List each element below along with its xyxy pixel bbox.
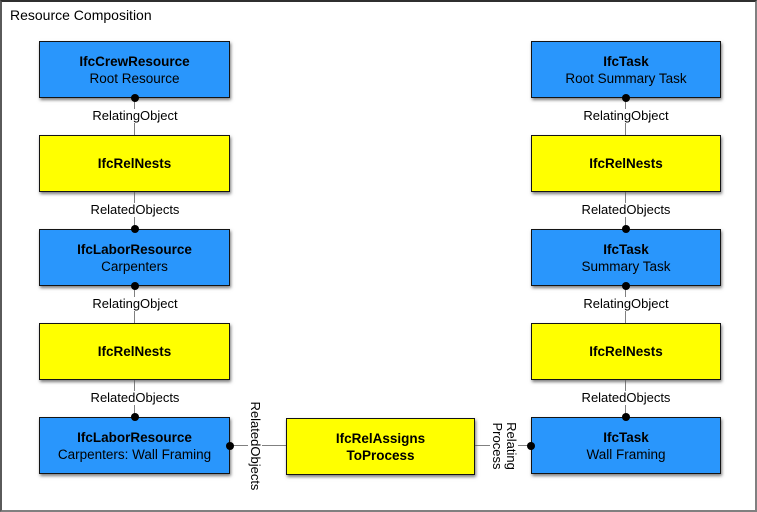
edge-label: RelatingObject — [581, 108, 671, 123]
node-subtitle: Root Summary Task — [565, 70, 687, 86]
entity-node-ifclaborresource-carpenters: IfcLaborResource Carpenters — [39, 229, 230, 286]
edge-label-line: Process — [490, 422, 505, 470]
connector-dot — [622, 282, 630, 290]
node-subtitle: Carpenters — [101, 258, 168, 274]
node-title: IfcCrewResource — [79, 53, 190, 69]
node-title: IfcRelNests — [97, 344, 172, 359]
edge-label: RelatingObject — [581, 296, 671, 311]
entity-node-ifctask-root-summary: IfcTask Root Summary Task — [531, 41, 721, 98]
entity-node-ifctask-summary: IfcTask Summary Task — [531, 229, 721, 286]
edge-label-rotated: RelatedObjects — [248, 399, 263, 493]
relationship-node-ifcrelnests: IfcRelNests — [39, 323, 230, 380]
relationship-node-ifcrelnests: IfcRelNests — [39, 135, 230, 192]
relationship-node-ifcrelassignstoprocess: IfcRelAssigns ToProcess — [286, 418, 475, 475]
node-title: IfcLaborResource — [77, 241, 192, 257]
connector-dot — [527, 442, 535, 450]
node-subtitle: ToProcess — [346, 447, 415, 463]
entity-node-ifctask-wall-framing: IfcTask Wall Framing — [531, 417, 721, 474]
node-subtitle: Summary Task — [581, 258, 671, 274]
node-title: IfcRelNests — [97, 156, 172, 171]
connector-dot — [131, 225, 139, 233]
relationship-node-ifcrelnests: IfcRelNests — [531, 135, 721, 192]
entity-node-ifclaborresource-wall-framing: IfcLaborResource Carpenters: Wall Framin… — [39, 417, 230, 474]
edge-label: RelatingObject — [90, 296, 180, 311]
node-title: IfcRelNests — [589, 156, 663, 171]
diagram-title: Resource Composition — [10, 7, 152, 23]
connector-dot — [131, 413, 139, 421]
edge-label: RelatedObjects — [579, 390, 673, 405]
edge-label-line: Relating — [504, 422, 519, 470]
node-title: IfcTask — [603, 429, 649, 445]
edge-label-rotated: Relating Process — [490, 420, 519, 472]
connector-dot — [226, 442, 234, 450]
connector-dot — [131, 282, 139, 290]
edge-label: RelatedObjects — [88, 202, 182, 217]
node-subtitle: Wall Framing — [586, 446, 666, 462]
node-title: IfcRelNests — [589, 344, 663, 359]
entity-node-ifccrewresource: IfcCrewResource Root Resource — [39, 41, 230, 98]
node-title: IfcTask — [603, 241, 649, 257]
relationship-node-ifcrelnests: IfcRelNests — [531, 323, 721, 380]
connector-dot — [131, 94, 139, 102]
edge-label: RelatedObjects — [88, 390, 182, 405]
edge-label: RelatingObject — [90, 108, 180, 123]
connector-dot — [622, 225, 630, 233]
node-title: IfcRelAssigns — [335, 430, 426, 446]
node-title: IfcTask — [603, 53, 649, 69]
node-subtitle: Carpenters: Wall Framing — [57, 446, 212, 462]
node-subtitle: Root Resource — [89, 70, 180, 86]
connector-dot — [622, 94, 630, 102]
node-title: IfcLaborResource — [77, 429, 192, 445]
edge-label: RelatedObjects — [579, 202, 673, 217]
connector-dot — [622, 413, 630, 421]
